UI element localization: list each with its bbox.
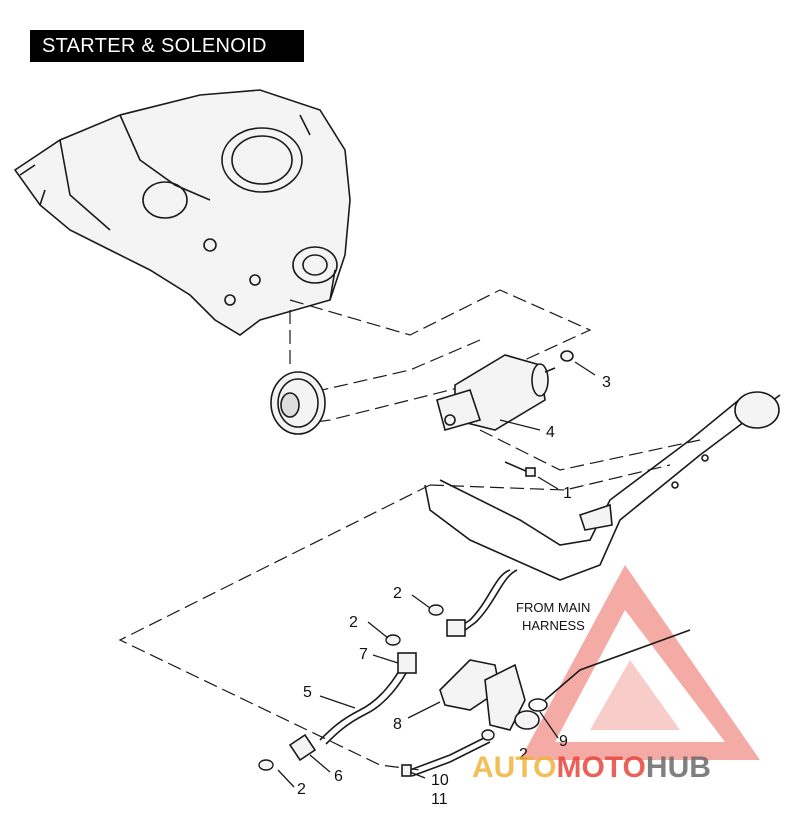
callout-6: 6	[334, 768, 343, 785]
callout-10: 10	[431, 772, 449, 789]
watermark-part-moto: MOTO	[556, 751, 645, 784]
callout-9: 9	[559, 733, 568, 750]
callout-8: 8	[393, 716, 402, 733]
bolt-drawing	[504, 461, 536, 477]
leader-lines	[277, 361, 596, 788]
callout-7: 7	[359, 646, 368, 663]
note-line-1: FROM MAIN	[516, 600, 590, 615]
starter-motor-drawing	[436, 350, 574, 431]
callout-2c: 2	[519, 746, 528, 763]
watermark-part-hub: HUB	[646, 751, 711, 784]
page-title: STARTER & SOLENOID	[30, 30, 304, 62]
svg-text:AUTOMOTOHUB: AUTOMOTOHUB	[472, 751, 711, 784]
alignment-dashed-lines	[118, 289, 701, 771]
callout-labels: 3 4 1 2 2 7 5 8 2 9 6 2 10 11	[297, 374, 611, 808]
watermark-logo: AUTOMOTOHUB	[472, 751, 711, 784]
ring-gear-drawing	[270, 371, 326, 435]
callout-3: 3	[602, 374, 611, 391]
callout-11: 11	[431, 791, 448, 808]
wiring-harness-drawing	[288, 569, 691, 777]
callout-1: 1	[563, 485, 572, 502]
callout-4: 4	[546, 424, 555, 441]
callout-5: 5	[303, 684, 312, 701]
harness-note: FROM MAIN HARNESS	[516, 600, 590, 633]
clips-drawing	[258, 604, 495, 771]
callout-2d: 2	[297, 781, 306, 798]
frame-bracket-drawing	[424, 391, 781, 581]
watermark-triangle	[520, 565, 760, 760]
watermark-part-auto: AUTO	[472, 751, 556, 784]
note-line-2: HARNESS	[522, 618, 585, 633]
callout-2a: 2	[393, 585, 402, 602]
callout-2b: 2	[349, 614, 358, 631]
crankcase-drawing	[13, 89, 351, 336]
